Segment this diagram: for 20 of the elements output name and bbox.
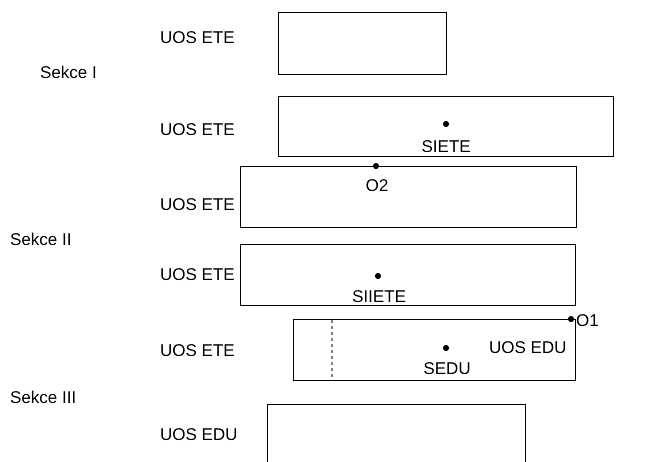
point-label: SEDU <box>423 360 471 378</box>
section-rectangle <box>278 12 447 75</box>
section-label: UOS ETE <box>160 29 235 47</box>
section-rectangle <box>240 244 576 306</box>
section-rectangle <box>240 166 577 228</box>
section-heading: Sekce III <box>10 389 76 407</box>
point-label: SIETE <box>421 138 471 156</box>
section-label: UOS ETE <box>160 266 235 284</box>
point-label: O1 <box>576 312 599 330</box>
point-label: O2 <box>366 177 388 195</box>
section-heading: Sekce II <box>10 231 72 249</box>
section-label: UOS ETE <box>160 196 235 214</box>
point-label: SIIETE <box>352 288 406 306</box>
section-heading: Sekce I <box>40 64 97 82</box>
point-label: UOS EDU <box>489 339 566 357</box>
section-rectangle <box>293 319 576 381</box>
section-rectangle <box>278 96 614 157</box>
section-label: UOS ETE <box>160 342 235 360</box>
section-label: UOS ETE <box>160 121 235 139</box>
section-label: UOS EDU <box>160 426 238 444</box>
